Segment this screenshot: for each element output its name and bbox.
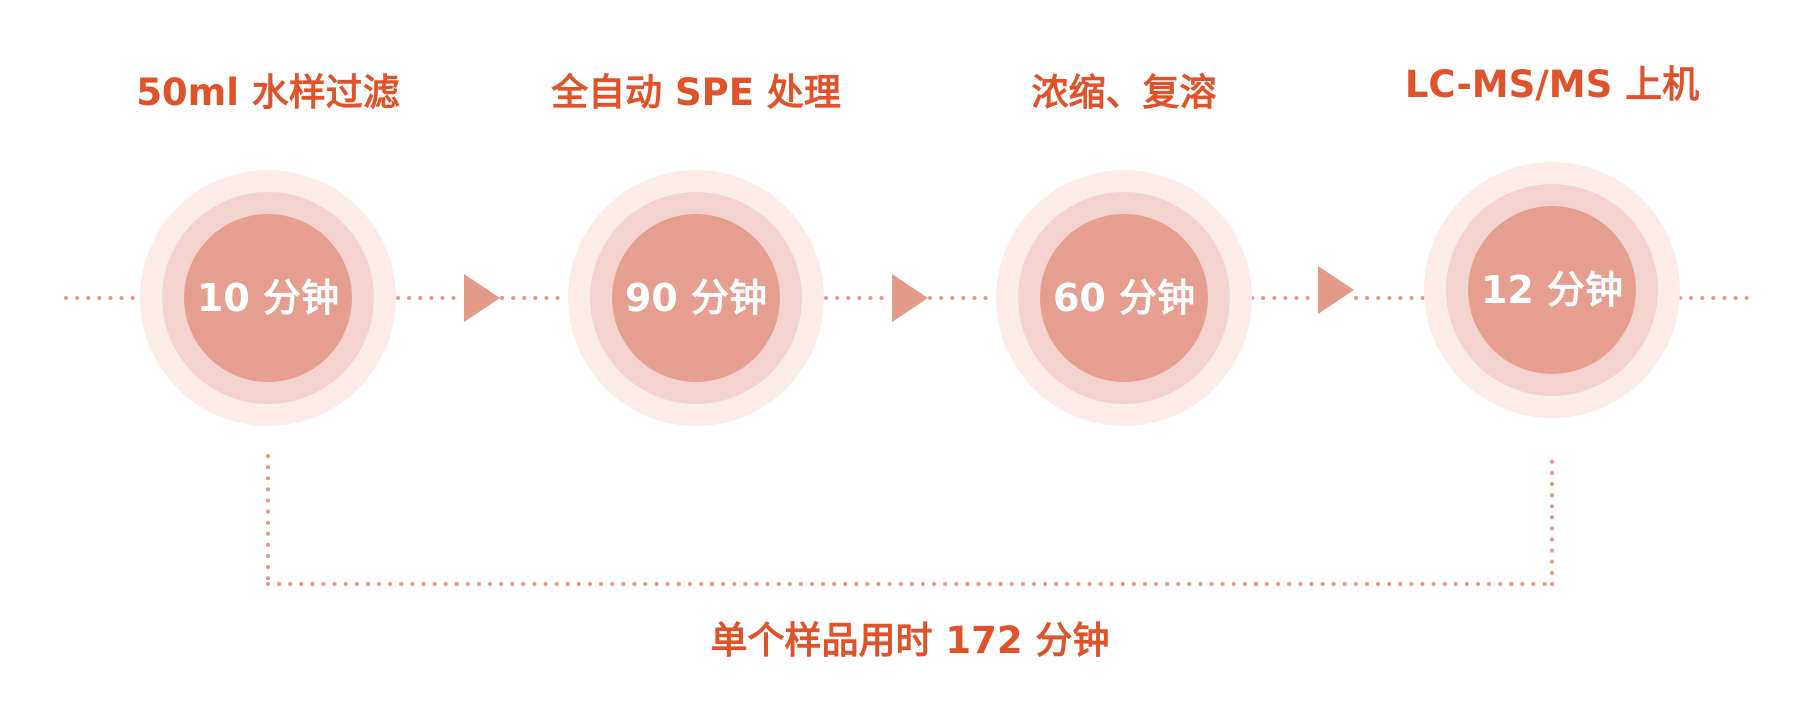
arrow-icon bbox=[892, 274, 928, 322]
step-circle-2 bbox=[568, 170, 824, 426]
step-title-3: 浓缩、复溶 bbox=[1031, 71, 1217, 114]
step-title-2: 全自动 SPE 处理 bbox=[551, 71, 841, 114]
total-bracket-dotted-line bbox=[266, 454, 1554, 586]
step-time-3: 60 分钟 bbox=[1052, 276, 1196, 320]
step-time-1: 10 分钟 bbox=[196, 276, 340, 320]
total-time-label: 单个样品用时 172 分钟 bbox=[710, 619, 1110, 662]
step-circle-1 bbox=[140, 170, 396, 426]
step-circle-3 bbox=[996, 170, 1252, 426]
step-title-4: LC-MS/MS 上机 bbox=[1404, 63, 1700, 106]
arrow-icon bbox=[1318, 266, 1354, 314]
step-title-1: 50ml 水样过滤 bbox=[136, 71, 400, 114]
step-time-2: 90 分钟 bbox=[624, 276, 768, 320]
step-time-4: 12 分钟 bbox=[1480, 268, 1624, 312]
arrow-icon bbox=[464, 274, 500, 322]
step-circle-4 bbox=[1424, 162, 1680, 418]
